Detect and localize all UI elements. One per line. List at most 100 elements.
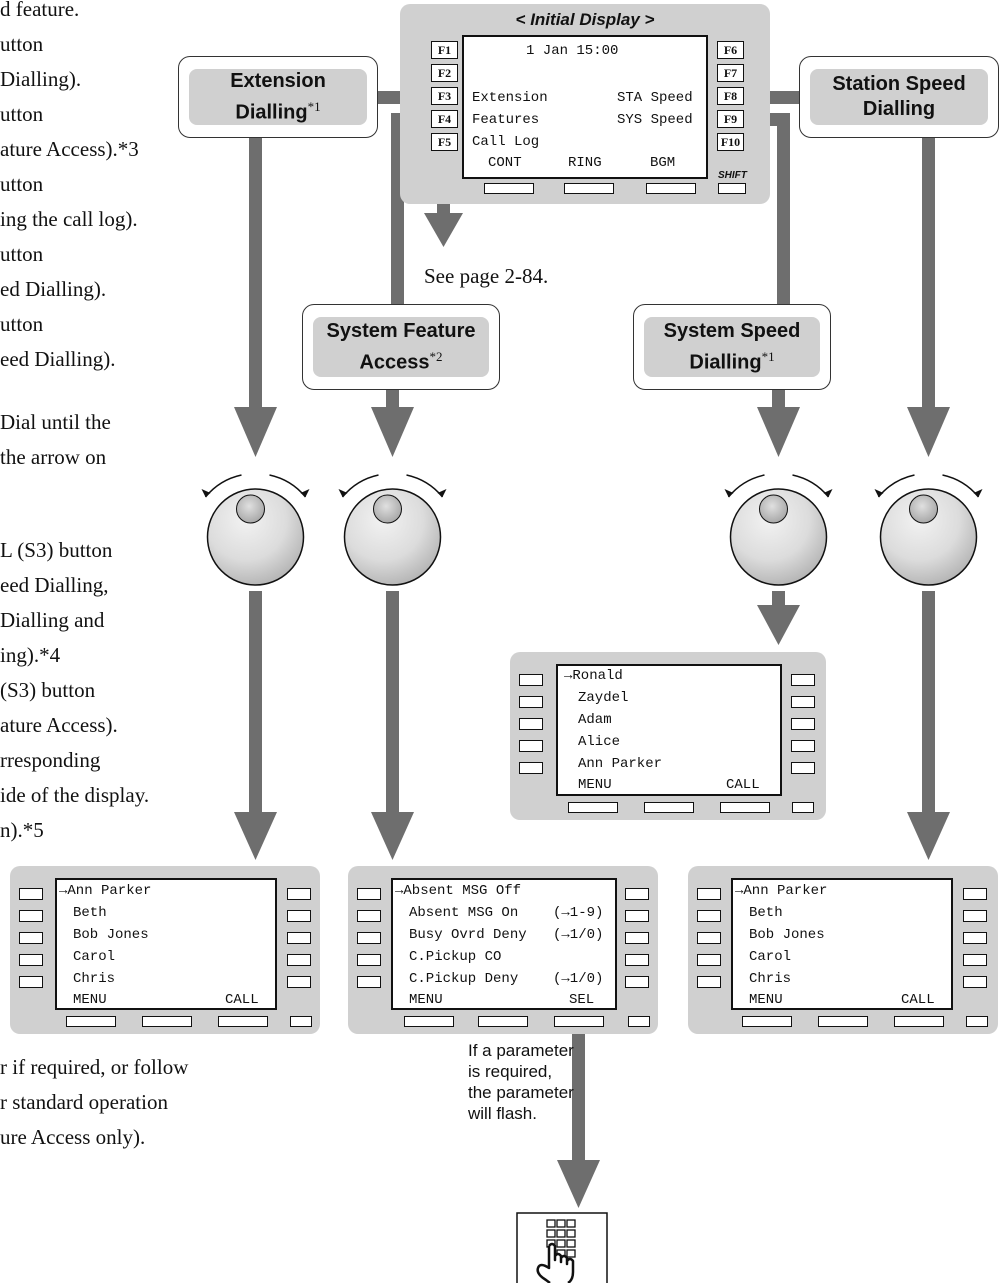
side-button[interactable] <box>791 696 815 708</box>
softkey-button[interactable] <box>742 1016 792 1027</box>
softkey-button[interactable] <box>568 802 618 813</box>
list-item[interactable]: Chris <box>73 971 116 987</box>
side-button[interactable] <box>963 954 987 966</box>
side-button[interactable] <box>287 888 311 900</box>
list-item[interactable]: Beth <box>749 905 783 921</box>
list-item[interactable]: C.Pickup CO <box>409 949 502 965</box>
side-button[interactable] <box>791 762 815 774</box>
softkey-call-label: CALL <box>901 992 935 1008</box>
list-item[interactable]: Busy Ovrd Deny <box>409 927 527 943</box>
menu-features[interactable]: Features <box>472 112 540 128</box>
side-button[interactable] <box>19 954 43 966</box>
call-softkey-button[interactable] <box>720 802 770 813</box>
softkey-button[interactable] <box>644 802 694 813</box>
instruction-line: ide of the display. <box>0 783 150 807</box>
side-button[interactable] <box>357 976 381 988</box>
softkey-button[interactable] <box>142 1016 192 1027</box>
instruction-line: utton <box>0 32 44 56</box>
side-button[interactable] <box>19 976 43 988</box>
side-button[interactable] <box>697 910 721 922</box>
f8-key[interactable]: F8 <box>717 87 744 105</box>
menu-extension[interactable]: Extension <box>472 90 548 106</box>
shift-button[interactable] <box>966 1016 988 1027</box>
side-button[interactable] <box>625 888 649 900</box>
list-item[interactable]: Chris <box>749 971 792 987</box>
side-button[interactable] <box>963 976 987 988</box>
shift-button[interactable] <box>290 1016 312 1027</box>
softkey-button[interactable] <box>66 1016 116 1027</box>
side-button[interactable] <box>357 888 381 900</box>
shift-button[interactable] <box>628 1016 650 1027</box>
list-item[interactable]: Alice <box>578 734 621 750</box>
side-button[interactable] <box>519 674 543 686</box>
softkey-button[interactable] <box>478 1016 528 1027</box>
list-item[interactable]: Bob Jones <box>749 927 825 943</box>
f10-key[interactable]: F10 <box>717 133 744 151</box>
instruction-line: Dialling and <box>0 608 105 632</box>
list-item[interactable]: →Absent MSG Off <box>395 883 522 899</box>
list-item[interactable]: →Ann Parker <box>735 883 828 899</box>
side-button[interactable] <box>791 718 815 730</box>
shift-button[interactable] <box>792 802 814 813</box>
f7-key[interactable]: F7 <box>717 64 744 82</box>
side-button[interactable] <box>519 696 543 708</box>
side-button[interactable] <box>963 932 987 944</box>
softkey-button[interactable] <box>404 1016 454 1027</box>
side-button[interactable] <box>19 888 43 900</box>
menu-sta-speed[interactable]: STA Speed <box>617 90 693 106</box>
side-button[interactable] <box>625 910 649 922</box>
side-button[interactable] <box>287 976 311 988</box>
f1-key[interactable]: F1 <box>431 41 458 59</box>
list-item[interactable]: Carol <box>73 949 116 965</box>
f2-key[interactable]: F2 <box>431 64 458 82</box>
f9-key[interactable]: F9 <box>717 110 744 128</box>
f3-key[interactable]: F3 <box>431 87 458 105</box>
side-button[interactable] <box>287 954 311 966</box>
softkey-button[interactable] <box>818 1016 868 1027</box>
side-button[interactable] <box>697 954 721 966</box>
list-item[interactable]: →Ronald <box>564 668 623 684</box>
softkey-cont-button[interactable] <box>484 183 534 194</box>
side-button[interactable] <box>697 932 721 944</box>
list-item[interactable]: Bob Jones <box>73 927 149 943</box>
menu-call-log[interactable]: Call Log <box>472 134 540 150</box>
side-button[interactable] <box>963 910 987 922</box>
list-item[interactable]: Ann Parker <box>578 756 663 772</box>
list-item[interactable]: Carol <box>749 949 792 965</box>
shift-button[interactable] <box>718 183 746 194</box>
call-softkey-button[interactable] <box>894 1016 944 1027</box>
side-button[interactable] <box>625 932 649 944</box>
side-button[interactable] <box>357 910 381 922</box>
softkey-ring-button[interactable] <box>564 183 614 194</box>
softkey-bgm-button[interactable] <box>646 183 696 194</box>
side-button[interactable] <box>357 932 381 944</box>
list-item[interactable]: C.Pickup Deny <box>409 971 519 987</box>
f5-key[interactable]: F5 <box>431 133 458 151</box>
keypad-hand-icon[interactable] <box>516 1212 608 1283</box>
sel-softkey-button[interactable] <box>554 1016 604 1027</box>
side-button[interactable] <box>625 954 649 966</box>
f4-key[interactable]: F4 <box>431 110 458 128</box>
side-button[interactable] <box>697 888 721 900</box>
side-button[interactable] <box>791 740 815 752</box>
side-button[interactable] <box>519 718 543 730</box>
f6-key[interactable]: F6 <box>717 41 744 59</box>
menu-sys-speed[interactable]: SYS Speed <box>617 112 693 128</box>
side-button[interactable] <box>287 932 311 944</box>
side-button[interactable] <box>791 674 815 686</box>
side-button[interactable] <box>357 954 381 966</box>
list-item[interactable]: Absent MSG On <box>409 905 519 921</box>
side-button[interactable] <box>19 910 43 922</box>
side-button[interactable] <box>519 762 543 774</box>
side-button[interactable] <box>19 932 43 944</box>
list-item[interactable]: Zaydel <box>578 690 629 706</box>
call-softkey-button[interactable] <box>218 1016 268 1027</box>
list-item[interactable]: →Ann Parker <box>59 883 152 899</box>
list-item[interactable]: Adam <box>578 712 612 728</box>
side-button[interactable] <box>697 976 721 988</box>
side-button[interactable] <box>625 976 649 988</box>
side-button[interactable] <box>287 910 311 922</box>
side-button[interactable] <box>963 888 987 900</box>
list-item[interactable]: Beth <box>73 905 107 921</box>
side-button[interactable] <box>519 740 543 752</box>
